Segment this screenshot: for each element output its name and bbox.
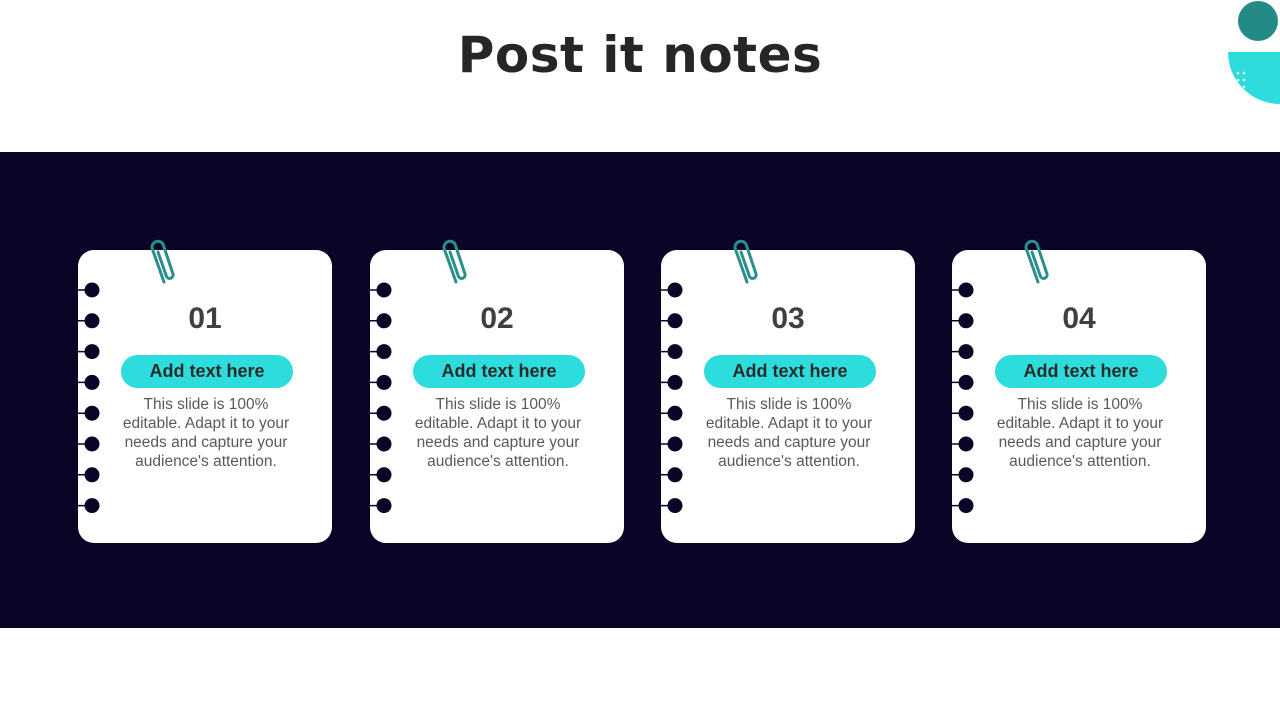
ring-hole <box>376 436 392 452</box>
paperclip-icon <box>733 239 758 284</box>
ring-hole <box>84 313 100 329</box>
ring-hole <box>958 282 974 298</box>
decor-dots-icon <box>1236 71 1246 96</box>
decor-circle-icon <box>1238 1 1278 41</box>
ring-hole <box>376 498 392 514</box>
spiral-rings-icon <box>657 282 683 514</box>
ring-hole <box>84 467 100 483</box>
ring-hole <box>958 374 974 390</box>
ring-hole <box>958 467 974 483</box>
ring-hole <box>376 282 392 298</box>
ring-hole <box>667 282 683 298</box>
paperclip-icon <box>442 239 467 284</box>
note-number: 01 <box>188 302 222 335</box>
ring-hole <box>667 498 683 514</box>
note-body: This slide is 100% editable. Adapt it to… <box>414 396 582 470</box>
paperclip-icon <box>1024 239 1049 284</box>
ring-hole <box>667 374 683 390</box>
ring-hole <box>84 374 100 390</box>
note-heading: Add text here <box>704 355 876 388</box>
note-heading: Add text here <box>995 355 1167 388</box>
ring-hole <box>958 313 974 329</box>
ring-hole <box>376 405 392 421</box>
note-card-4: 04 Add text here This slide is 100% edit… <box>948 239 1206 543</box>
ring-hole <box>376 374 392 390</box>
ring-hole <box>958 436 974 452</box>
ring-hole <box>84 405 100 421</box>
ring-hole <box>667 313 683 329</box>
ring-hole <box>667 344 683 360</box>
note-card-2: 02 Add text here This slide is 100% edit… <box>366 239 624 543</box>
note-card-3: 03 Add text here This slide is 100% edit… <box>657 239 915 543</box>
note-number: 02 <box>480 302 514 335</box>
decor-quarter-circle-icon <box>1228 52 1280 104</box>
paperclip-wire <box>150 239 175 284</box>
note-heading: Add text here <box>121 355 293 388</box>
paperclip-wire <box>1024 239 1049 284</box>
paperclip-icon <box>150 239 175 284</box>
note-body: This slide is 100% editable. Adapt it to… <box>122 396 290 470</box>
paperclip-wire <box>733 239 758 284</box>
note-number: 03 <box>771 302 805 335</box>
note-card-1: 01 Add text here This slide is 100% edit… <box>74 239 332 543</box>
ring-hole <box>667 467 683 483</box>
spiral-rings-icon <box>366 282 392 514</box>
ring-hole <box>84 282 100 298</box>
ring-hole <box>84 436 100 452</box>
ring-hole <box>84 344 100 360</box>
ring-hole <box>376 344 392 360</box>
note-number: 04 <box>1062 302 1096 335</box>
spiral-rings-icon <box>74 282 100 514</box>
ring-hole <box>376 313 392 329</box>
corner-decoration <box>1228 1 1280 104</box>
ring-hole <box>667 405 683 421</box>
ring-hole <box>958 405 974 421</box>
ring-hole <box>376 467 392 483</box>
note-body: This slide is 100% editable. Adapt it to… <box>996 396 1164 470</box>
paperclip-wire <box>442 239 467 284</box>
note-heading: Add text here <box>413 355 585 388</box>
ring-hole <box>667 436 683 452</box>
ring-hole <box>958 498 974 514</box>
ring-hole <box>958 344 974 360</box>
slide-title: Post it notes <box>457 26 823 84</box>
ring-hole <box>84 498 100 514</box>
spiral-rings-icon <box>948 282 974 514</box>
note-body: This slide is 100% editable. Adapt it to… <box>705 396 873 470</box>
